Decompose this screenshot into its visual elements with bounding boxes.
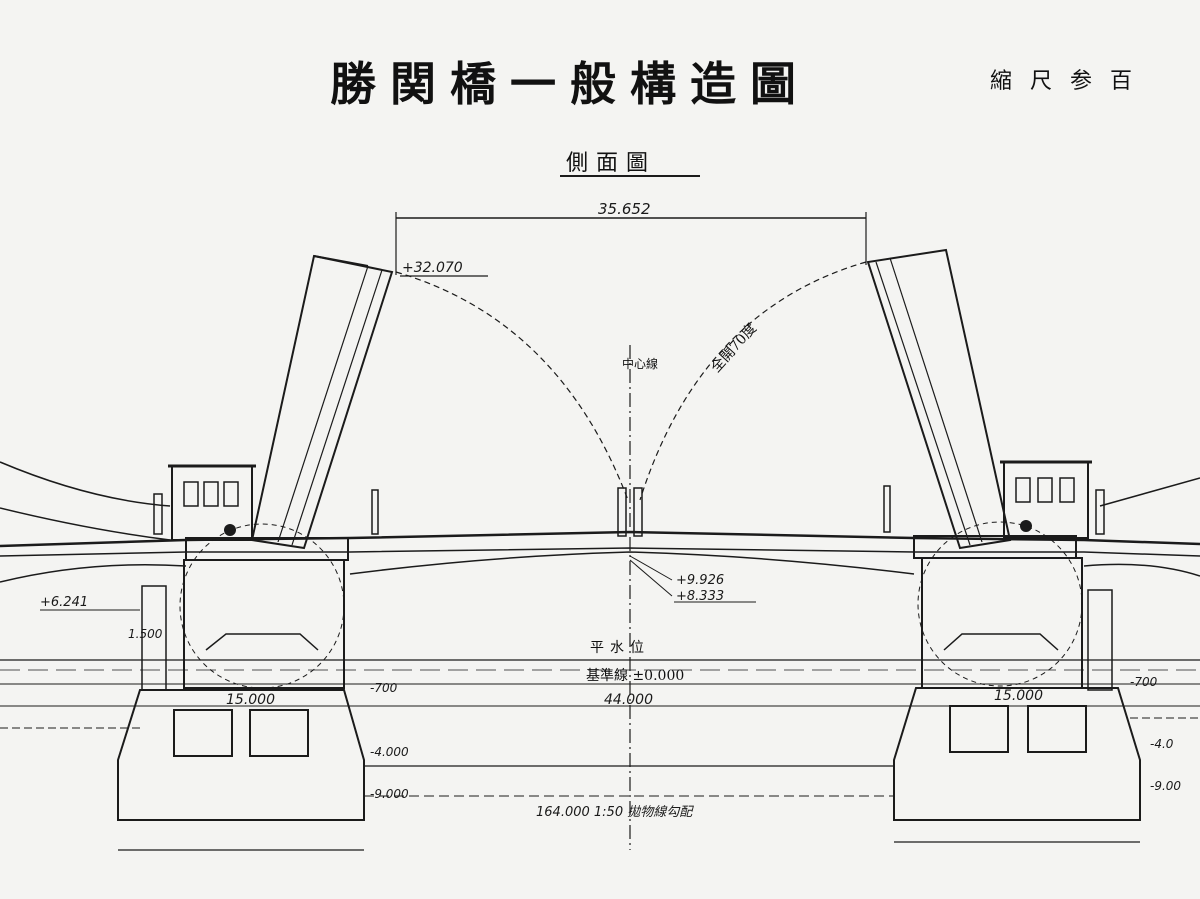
right-bascule-leaf [866, 248, 1012, 550]
left-control-tower [153, 464, 256, 541]
scale-note: 縮尺参百 [990, 69, 1150, 94]
level-a-leader [629, 555, 673, 581]
left-height-label: 1.500 [128, 627, 163, 641]
left-approach-cable-lower [0, 507, 171, 541]
lamp-post-left [371, 489, 379, 535]
right-control-tower [1000, 460, 1105, 539]
view-subtitle: 側面圖 [566, 151, 656, 176]
level-a-label: +9.926 [676, 573, 724, 588]
depth-700-right-label: -700 [1130, 675, 1158, 689]
level-b-leader [629, 559, 673, 597]
right-leaf-swing-arc [639, 261, 867, 501]
mid-width-label: 44.000 [604, 692, 653, 708]
left-approach-cable [0, 461, 171, 507]
bridge-deck [0, 530, 1200, 583]
center-line-label: 中心線 [622, 356, 658, 371]
right-foundation [893, 687, 1141, 843]
depth-9000-right-label: -9.00 [1150, 779, 1181, 793]
left-leaf-swing-arc [395, 271, 629, 501]
left-pier [141, 523, 345, 691]
depth-700-left-label: -700 [370, 681, 398, 695]
pier-width-left-label: 15.000 [226, 692, 275, 708]
center-post-left [617, 487, 627, 537]
datum-label: 基準線 ±0.000 [586, 667, 684, 684]
depth-9000-left-label: -9.000 [370, 787, 409, 801]
depth-4000-right-label: -4.0 [1150, 737, 1174, 751]
drawing-title: 勝関橋一般構造圖 [330, 57, 810, 111]
left-foundation [117, 689, 365, 851]
span-label: 35.652 [598, 200, 651, 218]
left-bascule-leaf [250, 254, 394, 550]
left-level-label: +6.241 [40, 595, 88, 610]
top-level-label: +32.070 [402, 260, 463, 276]
water-level-label: 平水位 [590, 640, 650, 656]
level-b-label: +8.333 [676, 589, 724, 604]
lamp-post-right [883, 485, 891, 533]
center-post-right [633, 487, 643, 537]
bottom-note: 164.000 1:50 拋物線勾配 [536, 805, 694, 820]
right-pier [917, 521, 1113, 691]
arc-angle-note: 全開70度 [707, 320, 760, 376]
right-approach-cable [1099, 477, 1200, 507]
depth-4000-left-label: -4.000 [370, 745, 409, 759]
pier-width-right-label: 15.000 [994, 688, 1043, 704]
